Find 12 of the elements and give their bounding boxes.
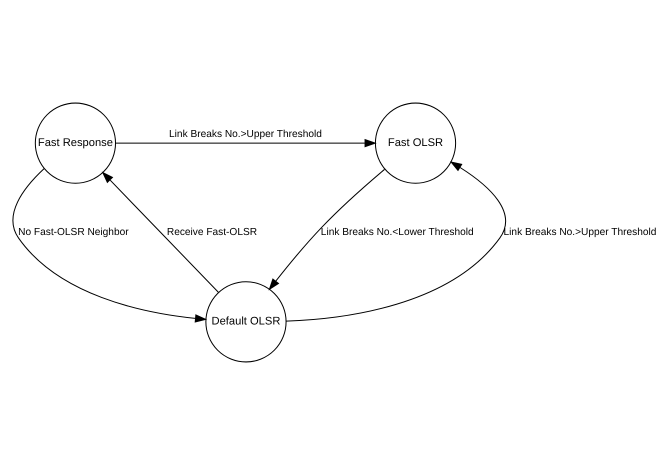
- arrow: [286, 160, 506, 322]
- node-circle: Default OLSR: [205, 280, 287, 362]
- edge-label: Link Breaks No.>Upper Threshold: [504, 226, 656, 238]
- edge-label: Receive Fast-OLSR: [166, 226, 258, 238]
- arrow: [268, 168, 385, 290]
- node-circle: Fast OLSR: [374, 102, 456, 184]
- arrow: [12, 168, 208, 322]
- edge-label: Link Breaks No.>Upper Threshold: [169, 128, 322, 140]
- arrow: [116, 138, 377, 147]
- edge-label: Link Breaks No.<Lower Threshold: [320, 226, 474, 238]
- edge-label: No Fast-OLSR Neighbor: [18, 226, 129, 238]
- arrow: [102, 170, 219, 292]
